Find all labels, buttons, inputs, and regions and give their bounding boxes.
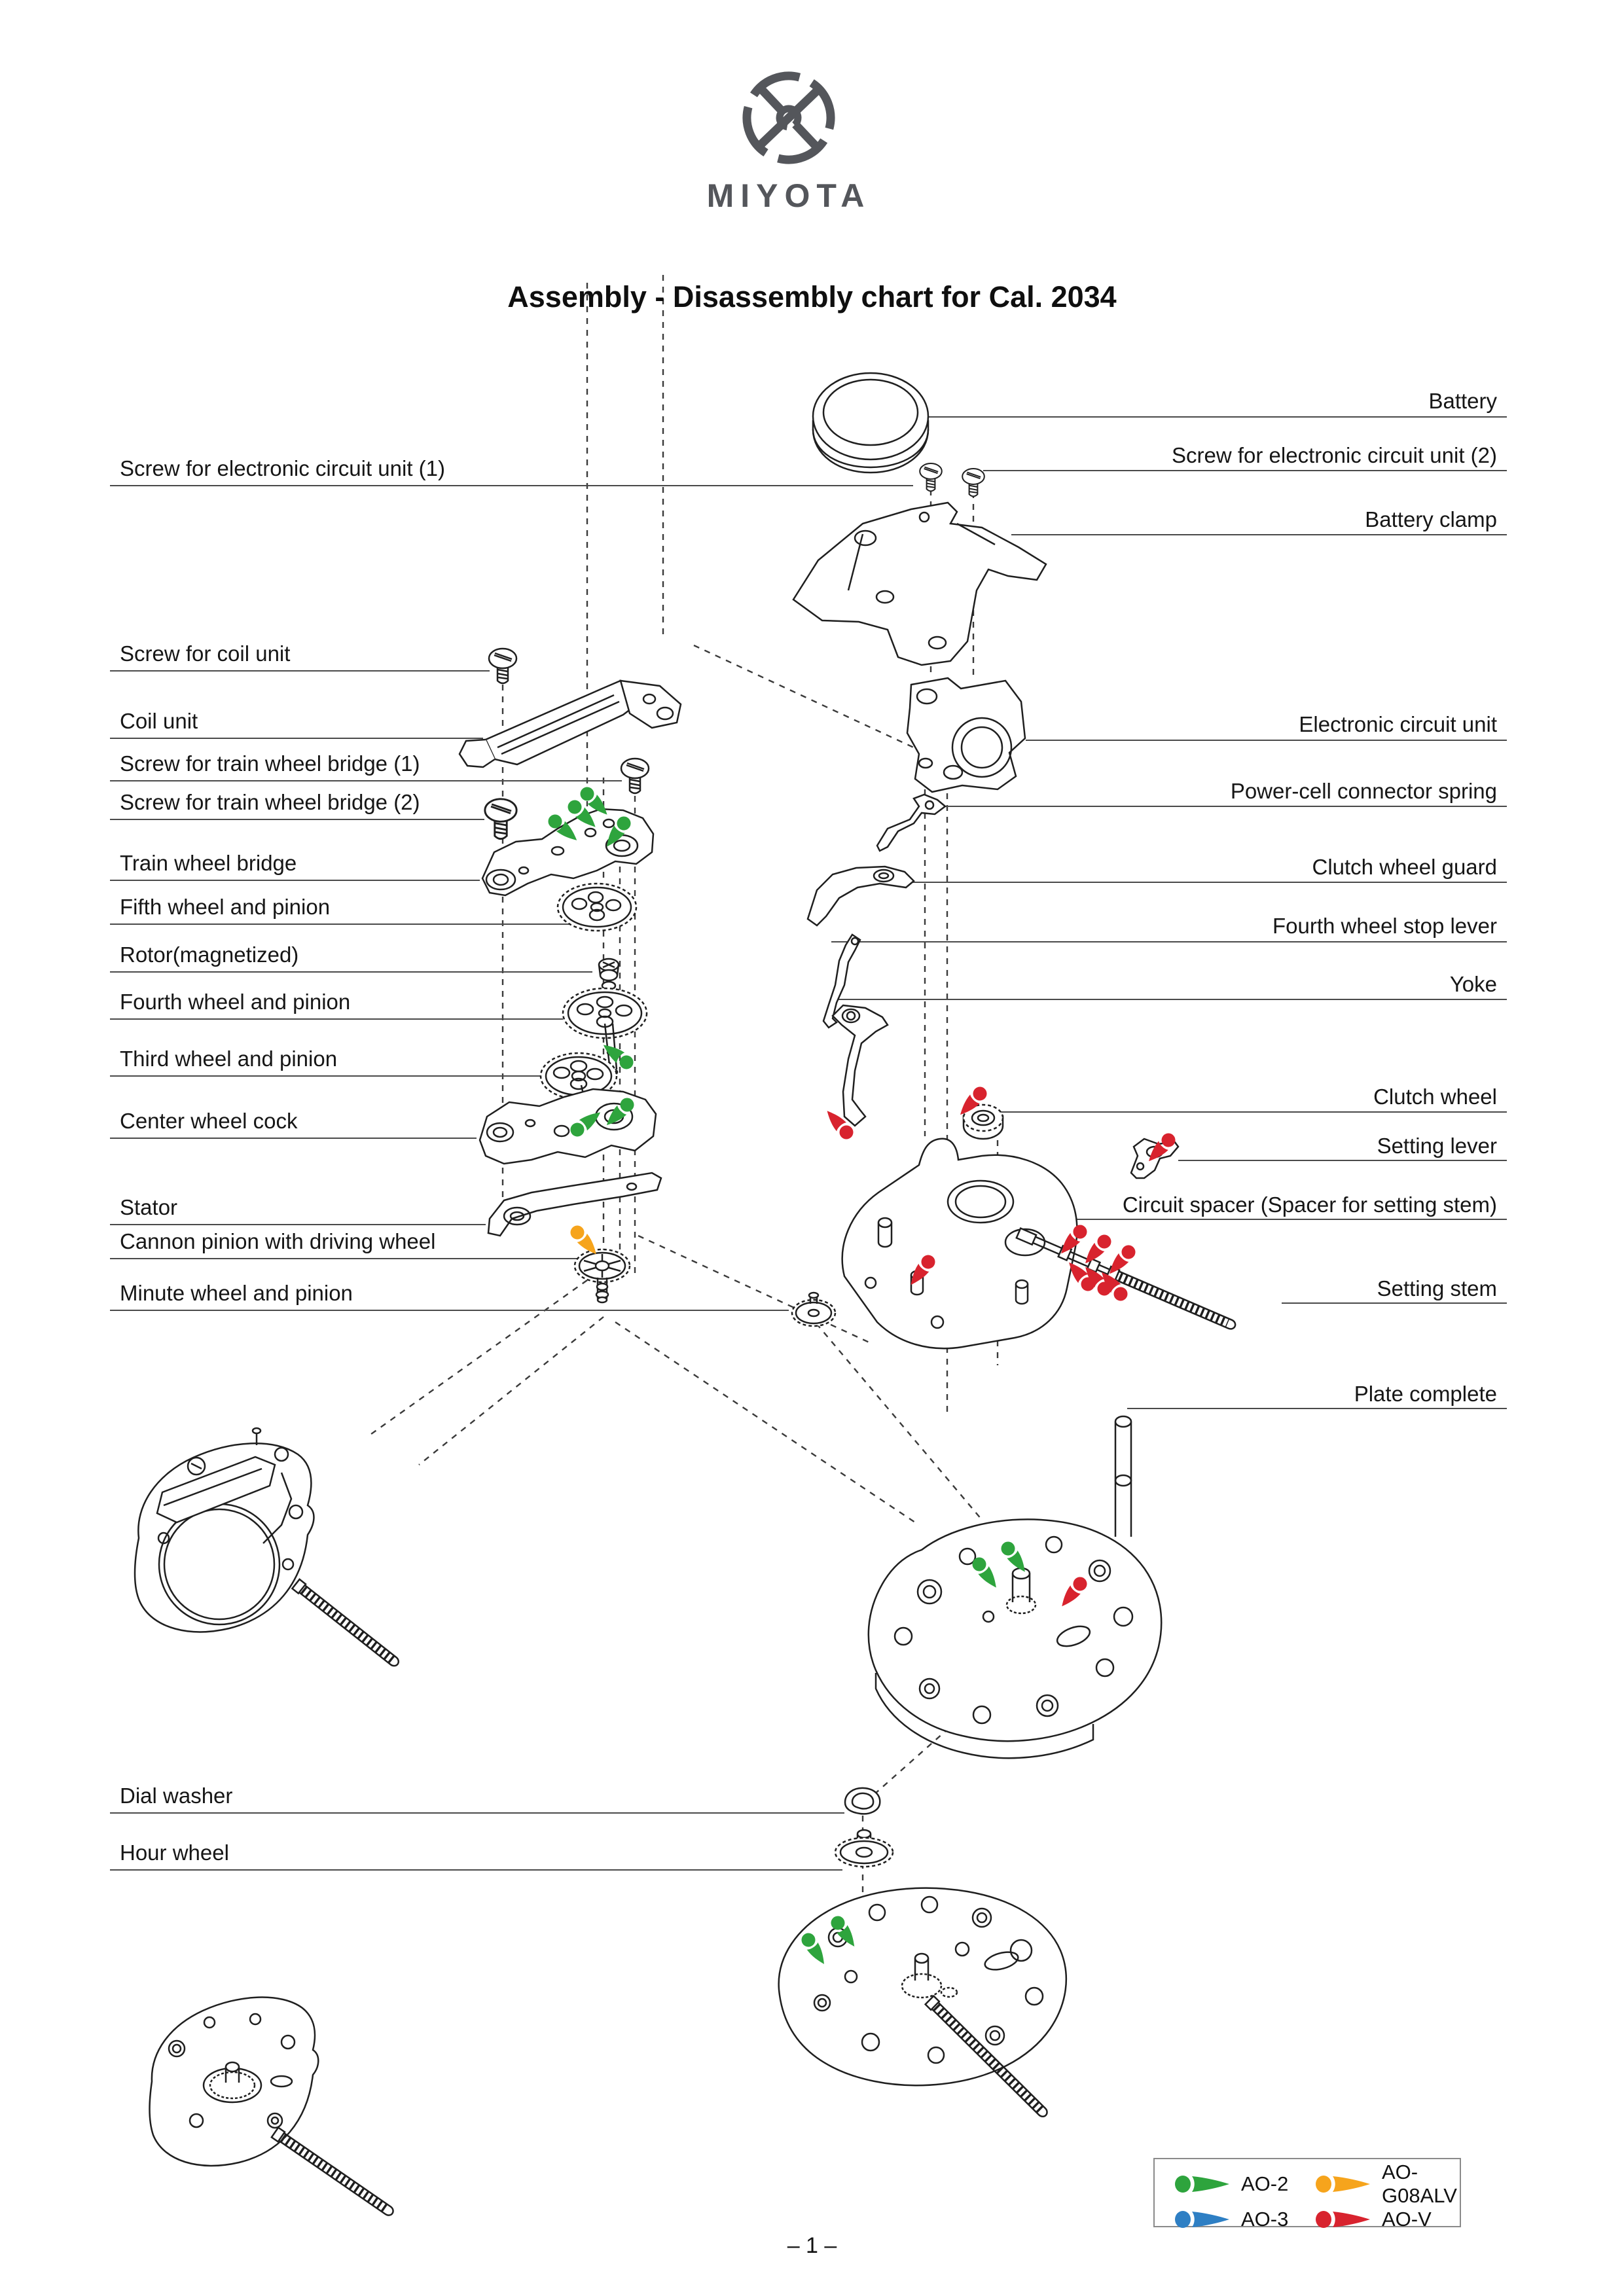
- label-rotor: Rotor(magnetized): [120, 942, 299, 967]
- legend-item-aog08alv: AO-G08ALV: [1315, 2161, 1460, 2208]
- part-hour-wheel: [834, 1829, 894, 1868]
- leader-lines: [110, 416, 1507, 1871]
- part-screw-ecu-1: [919, 462, 943, 492]
- part-electronic-circuit-unit: [906, 677, 1026, 793]
- label-power-cell-spring: Power-cell connector spring: [1230, 779, 1497, 803]
- part-fourth-wheel-stop-lever: [822, 933, 861, 1029]
- part-plate-complete: [867, 1415, 1163, 1759]
- label-circuit-spacer: Circuit spacer (Spacer for setting stem): [1122, 1193, 1497, 1217]
- part-coil-unit: [458, 679, 682, 768]
- label-cannon-pinion: Cannon pinion with driving wheel: [120, 1229, 436, 1253]
- oil-drop-green-icon: [1175, 2176, 1229, 2193]
- part-movement-dial-side-assembled: [149, 1996, 394, 2216]
- label-screw-bridge-1: Screw for train wheel bridge (1): [120, 751, 420, 776]
- part-screw-bridge-2: [484, 798, 518, 840]
- page-number: – 1 –: [787, 2233, 837, 2258]
- label-yoke: Yoke: [1449, 972, 1497, 996]
- part-power-cell-connector-spring: [876, 793, 947, 852]
- miyota-logo-icon: [742, 71, 835, 164]
- legend-label: AO-G08ALV: [1382, 2161, 1457, 2207]
- label-screw-coil-unit: Screw for coil unit: [120, 641, 291, 666]
- oil-drop-orange-icon: [1316, 2176, 1370, 2193]
- part-yoke: [831, 1004, 889, 1127]
- part-center-wheel-cock: [478, 1088, 657, 1165]
- part-movement-train-side: [134, 1427, 399, 1667]
- label-minute-wheel: Minute wheel and pinion: [120, 1281, 353, 1305]
- part-battery: [812, 372, 929, 474]
- label-coil-unit: Coil unit: [120, 709, 198, 733]
- label-third-wheel: Third wheel and pinion: [120, 1047, 338, 1071]
- part-screw-ecu-2: [962, 467, 985, 497]
- page-title: Assembly - Disassembly chart for Cal. 20…: [507, 280, 1117, 314]
- label-dial-washer: Dial washer: [120, 1784, 233, 1808]
- label-screw-bridge-2: Screw for train wheel bridge (2): [120, 790, 420, 814]
- part-minute-wheel: [791, 1291, 837, 1327]
- part-clutch-wheel: [962, 1103, 1004, 1140]
- part-stator: [487, 1172, 662, 1237]
- part-movement-plate-dial-side: [778, 1887, 1067, 2117]
- part-circuit-spacer: [841, 1138, 1078, 1350]
- part-screw-bridge-1: [620, 757, 650, 795]
- legend-item-aov: AO-V: [1315, 2208, 1460, 2231]
- part-clutch-wheel-guard: [806, 865, 915, 927]
- part-screw-coil-unit: [488, 647, 518, 685]
- part-rotor: [598, 958, 620, 991]
- label-screw-ecu-2: Screw for electronic circuit unit (2): [1172, 443, 1497, 467]
- label-battery: Battery: [1428, 389, 1497, 413]
- legend-item-ao2: AO-2: [1174, 2172, 1315, 2196]
- legend-label: AO-3: [1241, 2208, 1289, 2231]
- part-third-wheel: [539, 1052, 618, 1100]
- part-fifth-wheel: [556, 882, 638, 932]
- label-train-wheel-bridge: Train wheel bridge: [120, 851, 297, 875]
- oil-drop-red-icon: [1316, 2211, 1370, 2228]
- label-clutch-wheel-guard: Clutch wheel guard: [1312, 855, 1498, 879]
- label-battery-clamp: Battery clamp: [1365, 507, 1497, 531]
- part-dial-washer: [844, 1787, 881, 1815]
- label-fifth-wheel: Fifth wheel and pinion: [120, 895, 331, 919]
- label-setting-lever: Setting lever: [1377, 1134, 1497, 1158]
- label-screw-ecu-1: Screw for electronic circuit unit (1): [120, 456, 445, 480]
- label-center-wheel-cock: Center wheel cock: [120, 1109, 298, 1133]
- label-setting-stem: Setting stem: [1377, 1276, 1497, 1300]
- label-plate-complete: Plate complete: [1354, 1382, 1497, 1406]
- oil-legend: AO-2 AO-G08ALV AO-3 AO-V: [1153, 2158, 1461, 2231]
- part-battery-clamp: [792, 501, 1047, 666]
- oil-drop-blue-icon: [1175, 2211, 1229, 2228]
- legend-label: AO-2: [1241, 2172, 1289, 2195]
- label-electronic-circuit: Electronic circuit unit: [1299, 712, 1497, 736]
- legend-item-ao3: AO-3: [1174, 2208, 1315, 2231]
- part-cannon-pinion: [573, 1248, 631, 1304]
- legend-label: AO-V: [1382, 2208, 1432, 2231]
- label-clutch-wheel: Clutch wheel: [1373, 1085, 1497, 1109]
- part-setting-stem: [1015, 1227, 1236, 1330]
- label-hour-wheel: Hour wheel: [120, 1840, 229, 1865]
- label-fourth-wheel-stop: Fourth wheel stop lever: [1272, 914, 1497, 938]
- miyota-wordmark: MIYOTA: [706, 177, 871, 214]
- label-fourth-wheel: Fourth wheel and pinion: [120, 990, 351, 1014]
- label-stator: Stator: [120, 1195, 178, 1219]
